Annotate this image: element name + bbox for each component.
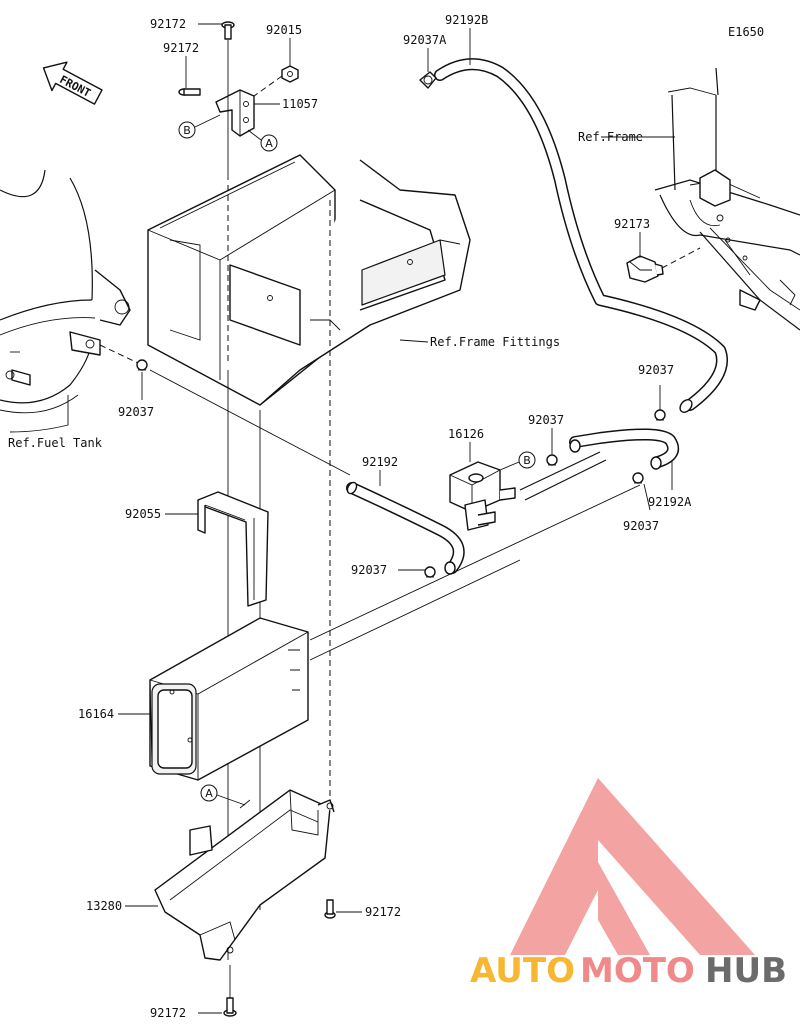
svg-text:A: A [265, 137, 273, 150]
label-92037-mid: 92037 [528, 413, 564, 427]
callout-b-valve: B [518, 451, 536, 469]
front-arrow: FRONT [42, 61, 103, 105]
frame-fittings-box [147, 154, 471, 406]
bracket-11057 [215, 89, 255, 137]
callout-b-top: B [178, 121, 196, 139]
bolt-92172-bottom [223, 997, 237, 1017]
label-92037A: 92037A [403, 33, 447, 47]
label-92172-top: 92172 [150, 17, 186, 31]
clamp-92173 [626, 255, 664, 283]
bolt-92172-bottom-right [324, 899, 336, 919]
clip-92037-mid [546, 454, 558, 466]
label-92172-bottom-right: 92172 [365, 905, 401, 919]
fuel-tank-part [0, 169, 131, 414]
watermark-logo: AUTO MOTO HUB [470, 778, 787, 991]
svg-text:B: B [183, 124, 191, 137]
callout-a-top: A [260, 134, 278, 152]
label-92172-bottom: 92172 [150, 1006, 186, 1020]
svg-text:A: A [205, 787, 213, 800]
hose-92192A [519, 428, 679, 501]
label-16126: 16126 [448, 427, 484, 441]
canister-16164 [149, 617, 309, 781]
label-92192: 92192 [362, 455, 398, 469]
tray-13280 [154, 789, 335, 961]
diagram-code: E1650 [728, 25, 764, 39]
ref-frame-label: Ref.Frame [578, 130, 643, 144]
watermark-auto: AUTO [470, 951, 575, 991]
band-92055 [197, 491, 269, 607]
label-13280: 13280 [86, 899, 122, 913]
nut-92015 [281, 65, 299, 83]
valve-16126 [449, 461, 516, 531]
label-92172-left: 92172 [163, 41, 199, 55]
clip-92037A [419, 71, 437, 89]
label-92173: 92173 [614, 217, 650, 231]
watermark-hub: HUB [705, 951, 787, 991]
ref-frame-fittings-label: Ref.Frame Fittings [430, 335, 560, 349]
bolt-92172-top [221, 21, 235, 40]
ref-fuel-tank-label: Ref.Fuel Tank [8, 436, 103, 450]
label-11057: 11057 [282, 97, 318, 111]
label-92037-hose: 92037 [351, 563, 387, 577]
clip-92037-left [136, 359, 148, 371]
clip-92037-right-low [632, 472, 644, 484]
label-92192A: 92192A [648, 495, 692, 509]
hose-92192B [434, 58, 728, 413]
callout-a-bottom: A [200, 784, 218, 802]
watermark-moto: MOTO [580, 951, 695, 991]
label-92015: 92015 [266, 23, 302, 37]
label-92055: 92055 [125, 507, 161, 521]
bolt-92172-left [178, 88, 201, 96]
clip-92037-hose [424, 566, 436, 578]
hose-92192 [346, 481, 465, 575]
label-16164: 16164 [78, 707, 114, 721]
frame-part [654, 67, 800, 331]
svg-text:B: B [523, 454, 531, 467]
label-92037-right-top: 92037 [638, 363, 674, 377]
clip-92037-right-top [654, 409, 666, 421]
label-92037-left: 92037 [118, 405, 154, 419]
label-92192B: 92192B [445, 13, 488, 27]
label-92037-right-low: 92037 [623, 519, 659, 533]
